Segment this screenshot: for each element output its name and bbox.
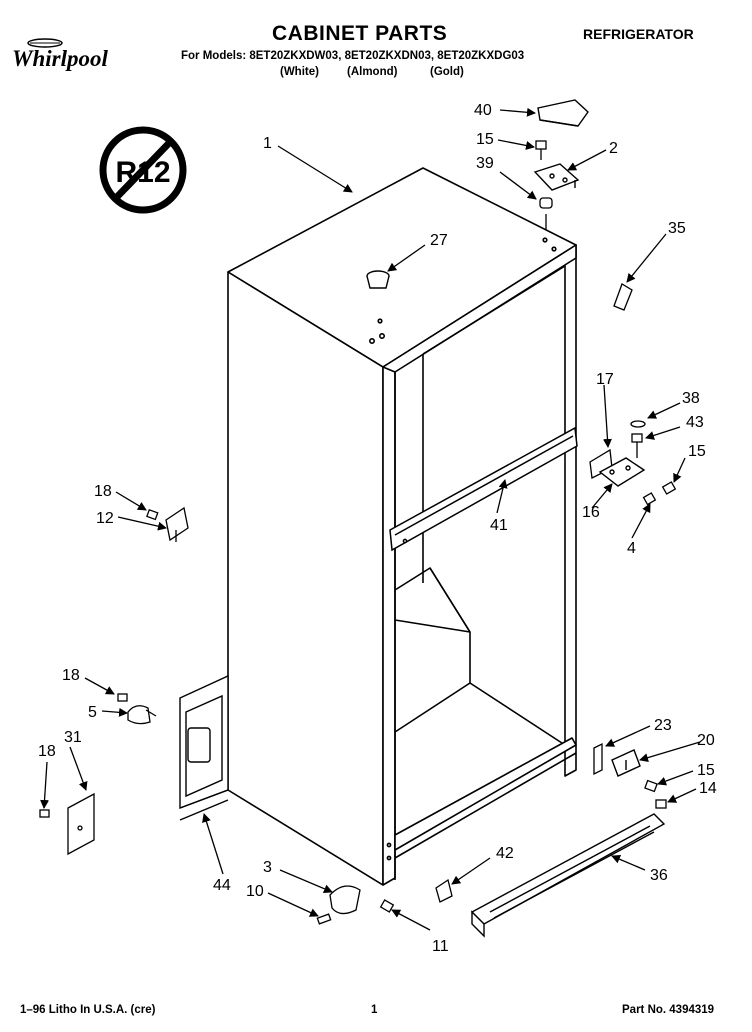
callout-18-lower: 18 [38, 743, 56, 760]
part-39-hinge-pin [539, 197, 553, 230]
part-18-screw-upper [146, 508, 159, 521]
callout-38: 38 [682, 390, 700, 407]
callout-31: 31 [64, 729, 82, 746]
part-2-top-hinge [533, 163, 580, 191]
appliance-category: REFRIGERATOR [583, 26, 694, 42]
callout-2: 2 [609, 140, 618, 157]
callout-35: 35 [668, 220, 686, 237]
model-numbers: For Models: 8ET20ZKXDW03, 8ET20ZKXDN03, … [181, 50, 525, 62]
part-23-spacer [593, 742, 603, 776]
callout-36: 36 [650, 867, 668, 884]
part-15-screw-bottom [644, 779, 658, 793]
brand-logo-emblem [27, 38, 63, 48]
callout-3: 3 [263, 859, 272, 876]
callout-5: 5 [88, 704, 97, 721]
r12-badge-text: R12 [115, 156, 170, 189]
part-5-clamp [127, 705, 157, 725]
callout-14: 14 [699, 780, 717, 797]
callout-15-middle: 15 [688, 443, 706, 460]
color-almond-label: (Almond) [347, 66, 398, 78]
r12-refrigerant-badge: R12 [99, 126, 187, 214]
part-15-screw-top [535, 140, 547, 160]
color-white-label: (White) [280, 66, 319, 78]
brand-logo: Whirlpool [12, 46, 108, 71]
cabinet-body [227, 167, 577, 886]
part-36-toe-grille [470, 813, 666, 938]
part-18-screw-middle [117, 693, 128, 702]
part-number: Part No. 4394319 [622, 1004, 715, 1016]
callout-17: 17 [596, 371, 614, 388]
part-35-cover-tab [613, 283, 633, 311]
part-43-hinge-pin [631, 433, 643, 458]
part-27-top-plug [366, 270, 390, 289]
print-info: 1–96 Litho In U.S.A. (cre) [20, 1004, 156, 1016]
part-10-screw [316, 913, 332, 925]
part-42-clip [435, 878, 453, 903]
callout-27: 27 [430, 232, 448, 249]
part-31-cover-plate [67, 792, 95, 856]
callout-15-top: 15 [476, 131, 494, 148]
part-4-screw [642, 492, 657, 506]
callout-12: 12 [96, 510, 114, 527]
part-3-leveling-leg [329, 885, 361, 915]
callout-42: 42 [496, 845, 514, 862]
callout-18-middle: 18 [62, 667, 80, 684]
page-number: 1 [371, 1004, 378, 1016]
callout-20: 20 [697, 732, 715, 749]
callout-10: 10 [246, 883, 264, 900]
callout-labels: 1 2 3 4 5 10 11 12 14 15 15 15 16 17 18 … [38, 102, 717, 955]
part-20-bottom-hinge [611, 749, 641, 777]
callout-43: 43 [686, 414, 704, 431]
callout-16: 16 [582, 504, 600, 521]
callout-4: 4 [627, 540, 636, 557]
part-12-bracket [165, 506, 189, 542]
callout-18-upper: 18 [94, 483, 112, 500]
part-41-mullion-bar [389, 426, 578, 552]
part-16-center-hinge [598, 457, 646, 487]
part-44-side-panel [179, 674, 229, 821]
callout-44: 44 [213, 877, 231, 894]
part-40-hinge-cover [537, 99, 589, 127]
callout-40: 40 [474, 102, 492, 119]
page-title: CABINET PARTS [272, 22, 448, 45]
callout-1: 1 [263, 135, 272, 152]
callout-11: 11 [432, 938, 449, 955]
part-38-washer [630, 420, 646, 428]
leader-lines [40, 107, 701, 931]
color-gold-label: (Gold) [430, 66, 464, 78]
callout-41: 41 [490, 517, 508, 534]
part-14-screw [655, 799, 667, 809]
part-11-screw [379, 899, 395, 913]
part-15-screw-middle [661, 481, 677, 495]
callout-15-bottom: 15 [697, 762, 715, 779]
callout-23: 23 [654, 717, 672, 734]
part-18-screw-lower [39, 809, 50, 818]
callout-39: 39 [476, 155, 494, 172]
